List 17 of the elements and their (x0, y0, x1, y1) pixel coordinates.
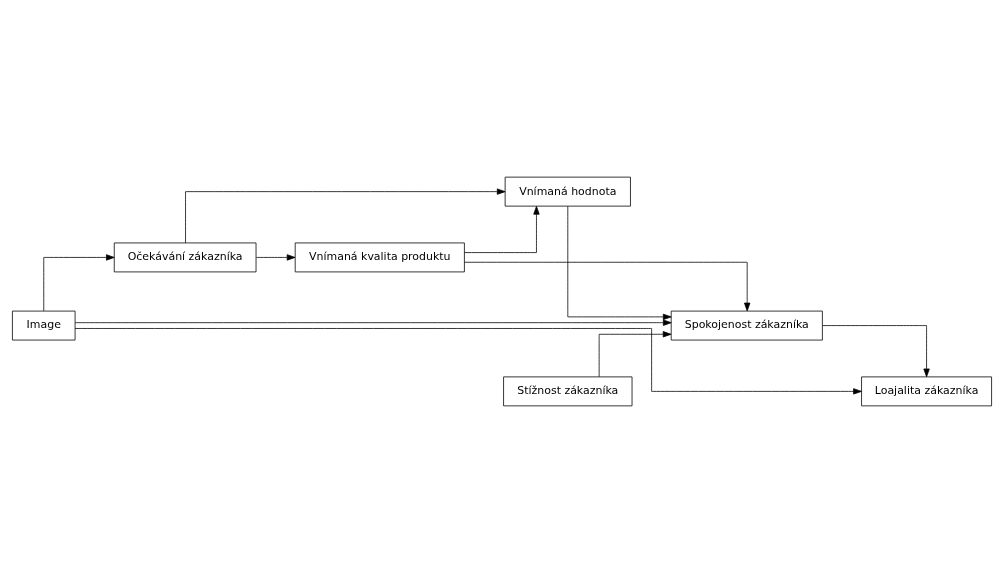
node-box: Vnímaná hodnota (504, 176, 631, 207)
arrow (255, 254, 296, 261)
node-box: Vnímaná kvalita produktu (294, 242, 465, 273)
arrow (74, 328, 862, 395)
node-box: Image (12, 310, 76, 341)
arrow (598, 331, 672, 378)
node-box: Loajalita zákazníka (861, 376, 992, 407)
arrow (43, 254, 115, 312)
arrow (822, 325, 930, 378)
arrow (74, 319, 672, 326)
arrow (464, 261, 751, 312)
arrow (567, 205, 672, 320)
arrow (464, 206, 540, 253)
node-box: Spokojenost zákazníka (670, 310, 823, 341)
node-box: Stížnost zákazníka (503, 376, 633, 407)
node-box: Očekávání zákazníka (113, 242, 257, 273)
arrow (185, 188, 506, 244)
